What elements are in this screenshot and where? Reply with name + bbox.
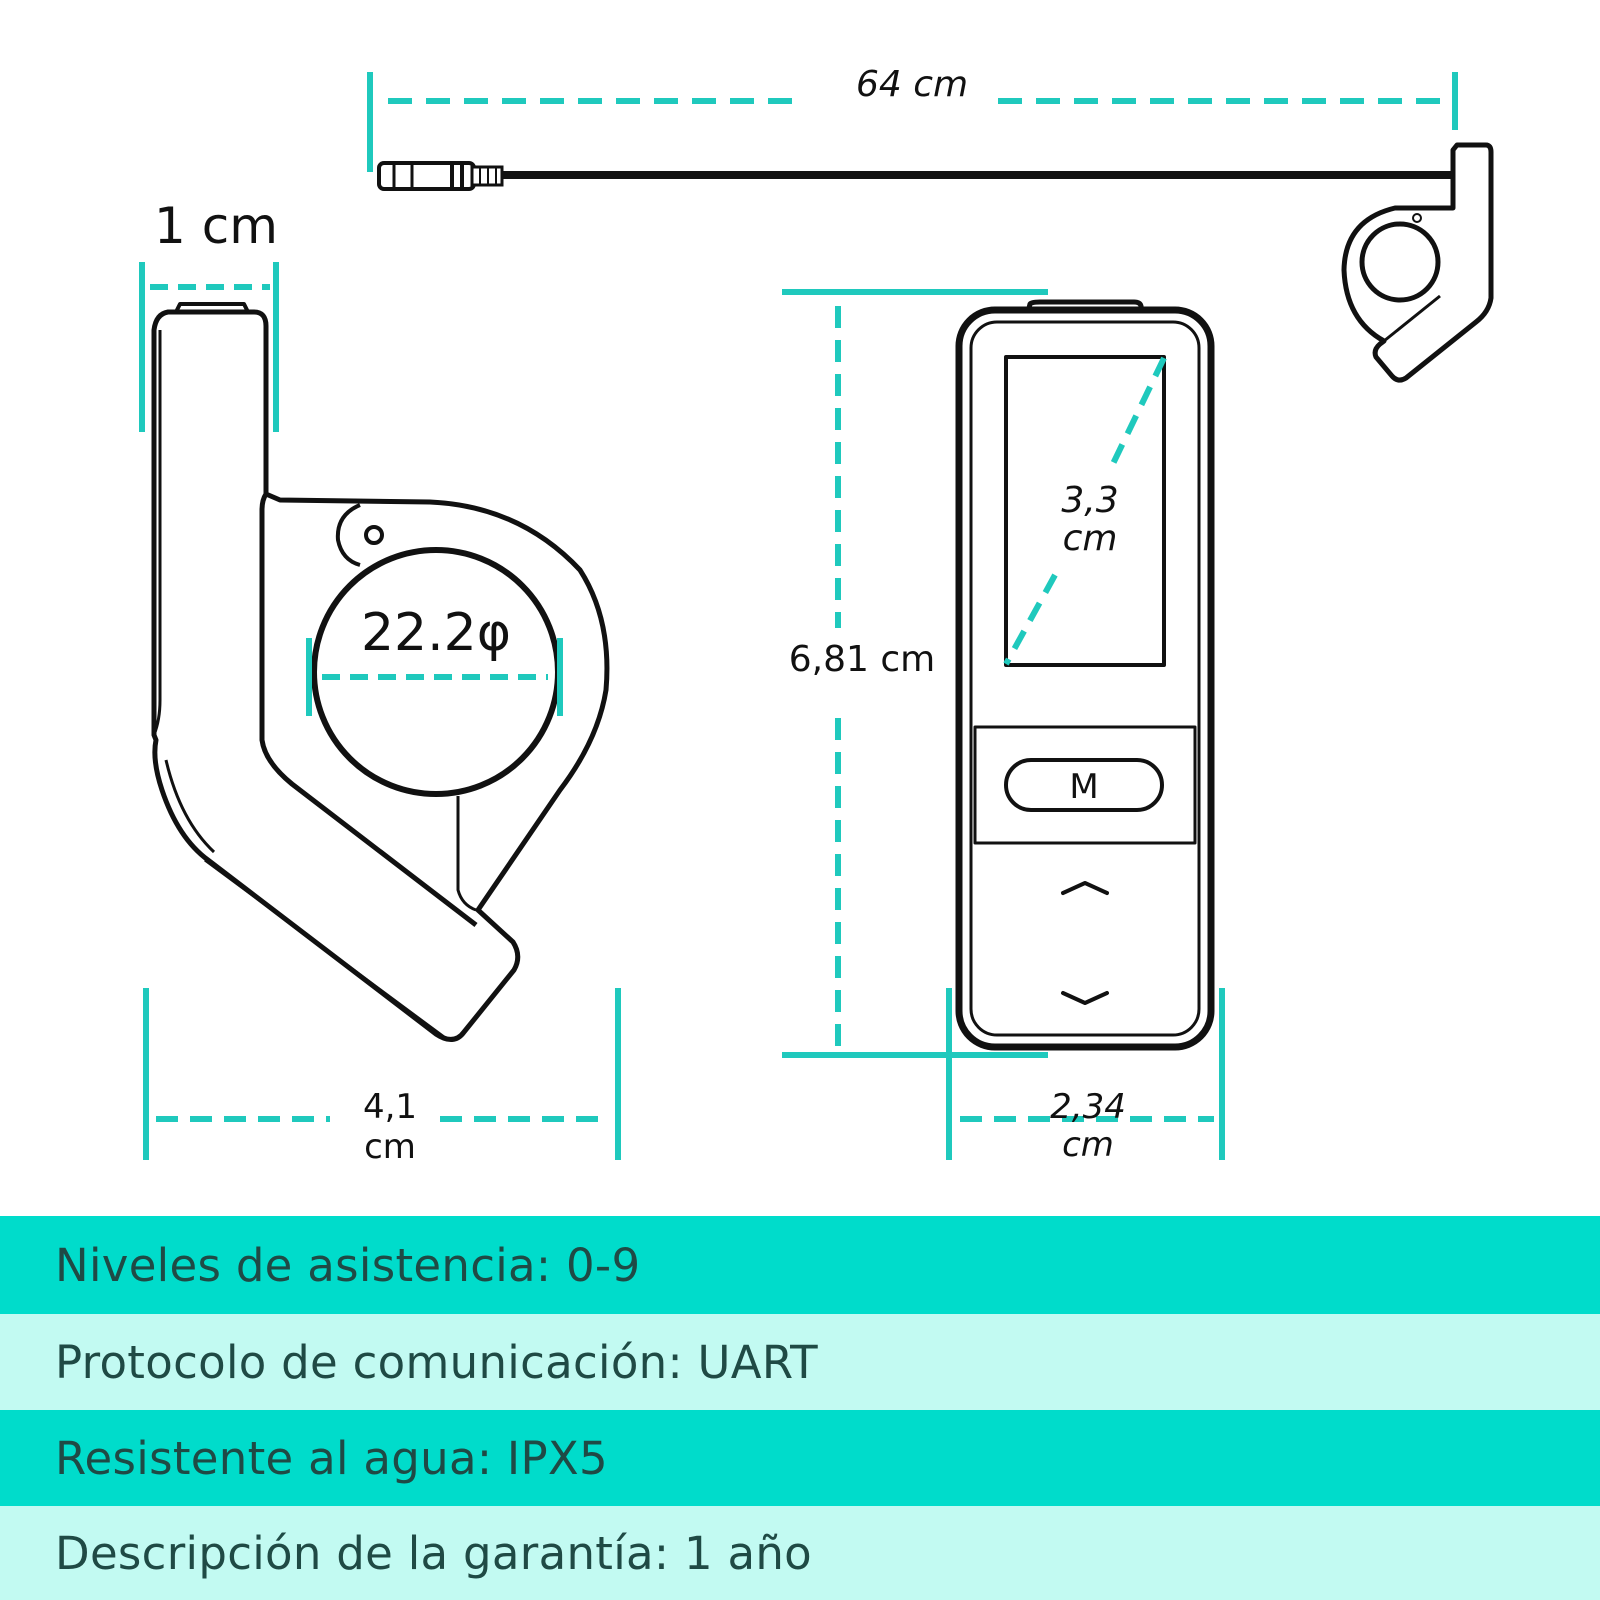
clamp-depth-value: 4,1 xyxy=(363,1087,417,1127)
clamp-diameter-label: 22.2φ xyxy=(361,603,511,663)
display-height-label: 6,81 cm xyxy=(789,639,935,680)
clamp-width-label: 1 cm xyxy=(154,197,278,255)
clamp-depth-unit: cm xyxy=(364,1127,416,1167)
clamp-width-dimension: 1 cm xyxy=(139,197,279,432)
cable-length-label: 64 cm xyxy=(856,64,968,105)
dimension-drawing: 64 cm 1 cm xyxy=(139,64,1494,1167)
small-clamp-icon xyxy=(1341,142,1494,383)
display-width-unit: cm xyxy=(1062,1125,1114,1165)
screen-diagonal-dimension: 3,3 cm xyxy=(1003,356,1167,666)
display-unit: M xyxy=(955,299,1215,1051)
chevron-up-icon[interactable] xyxy=(1061,881,1109,895)
display-height-dimension: 6,81 cm xyxy=(782,289,1048,1058)
spec-row-warranty: Descripción de la garantía: 1 año xyxy=(0,1506,1600,1600)
mode-button[interactable]: M xyxy=(1004,758,1164,812)
display-width-dimension: 2,34 cm xyxy=(946,988,1225,1165)
spec-communication-protocol: Protocolo de comunicación: UART xyxy=(55,1335,818,1389)
screen-diagonal-value: 3,3 xyxy=(1061,480,1118,521)
spec-assistance-levels: Niveles de asistencia: 0-9 xyxy=(55,1238,641,1292)
clamp-depth-dimension: 4,1 cm xyxy=(143,988,621,1167)
spec-warranty: Descripción de la garantía: 1 año xyxy=(55,1526,813,1580)
spec-row-protocol: Protocolo de comunicación: UART xyxy=(0,1314,1600,1410)
spec-row-assistance: Niveles de asistencia: 0-9 xyxy=(0,1216,1600,1314)
spec-row-water: Resistente al agua: IPX5 xyxy=(0,1410,1600,1506)
display-width-value: 2,34 xyxy=(1050,1087,1126,1127)
screen-diagonal-unit: cm xyxy=(1063,518,1118,559)
cable-length-dimension: 64 cm xyxy=(367,64,1458,172)
cable xyxy=(377,161,1456,191)
handlebar-clamp xyxy=(151,302,610,1042)
mode-button-label: M xyxy=(1069,767,1098,807)
spec-water-resistance: Resistente al agua: IPX5 xyxy=(55,1431,608,1485)
chevron-down-icon[interactable] xyxy=(1061,991,1109,1005)
clamp-diameter-dimension: 22.2φ xyxy=(306,603,563,716)
